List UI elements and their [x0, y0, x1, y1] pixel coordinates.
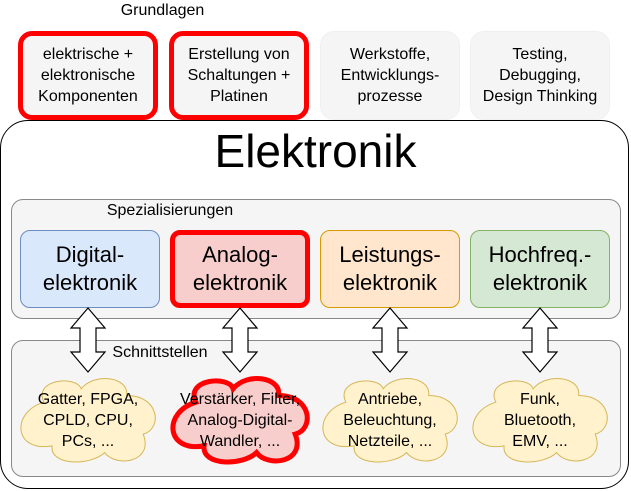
grundlagen-box-testing: Testing, Debugging, Design Thinking	[470, 31, 610, 120]
spezialisierung-analogelektronik: Analog- elektronik	[170, 230, 310, 308]
elektronik-title: Elektronik	[214, 125, 417, 177]
grundlagen-label: Grundlagen	[120, 2, 205, 19]
double-arrow-1	[69, 307, 107, 373]
grundlagen-box-werkstoffe: Werkstoffe, Entwicklungs- prozesse	[320, 31, 460, 120]
schnittstelle-analog-text: Verstärker, Filter, Analog-Digital- Wand…	[179, 391, 301, 450]
spezialisierung-digitalelektronik: Digital- elektronik	[20, 230, 160, 308]
double-arrow-4	[521, 307, 559, 373]
schnittstelle-cloud-4	[472, 378, 608, 463]
schnittstelle-cloud-1	[20, 378, 156, 463]
grundlagen-box-schaltungen: Erstellung von Schaltungen + Platinen	[169, 31, 309, 120]
spezialisierungen-label: Spezialisierungen	[106, 202, 234, 219]
grundlagen-box-komponenten: elektrische + elektronische Komponenten	[18, 31, 158, 120]
spezialisierung-leistungselektronik: Leistungs- elektronik	[320, 230, 460, 308]
schnittstelle-cloud-3	[322, 378, 458, 463]
schnittstelle-leistung-text: Antriebe, Beleuchtung, Netzteile, ...	[343, 391, 437, 450]
schnittstelle-cloud-2	[170, 376, 310, 465]
double-arrow-3	[371, 307, 409, 373]
schnittstellen-label: Schnittstellen	[112, 344, 208, 361]
schnittstelle-digital-text: Gatter, FPGA, CPLD, CPU, PCs, ...	[37, 391, 139, 450]
spezialisierung-hochfrequenzelektronik: Hochfreq.- elektronik	[470, 230, 610, 308]
schnittstelle-hochfrequenz-text: Funk, Bluetooth, EMV, ...	[503, 391, 577, 450]
double-arrow-2	[221, 307, 259, 373]
